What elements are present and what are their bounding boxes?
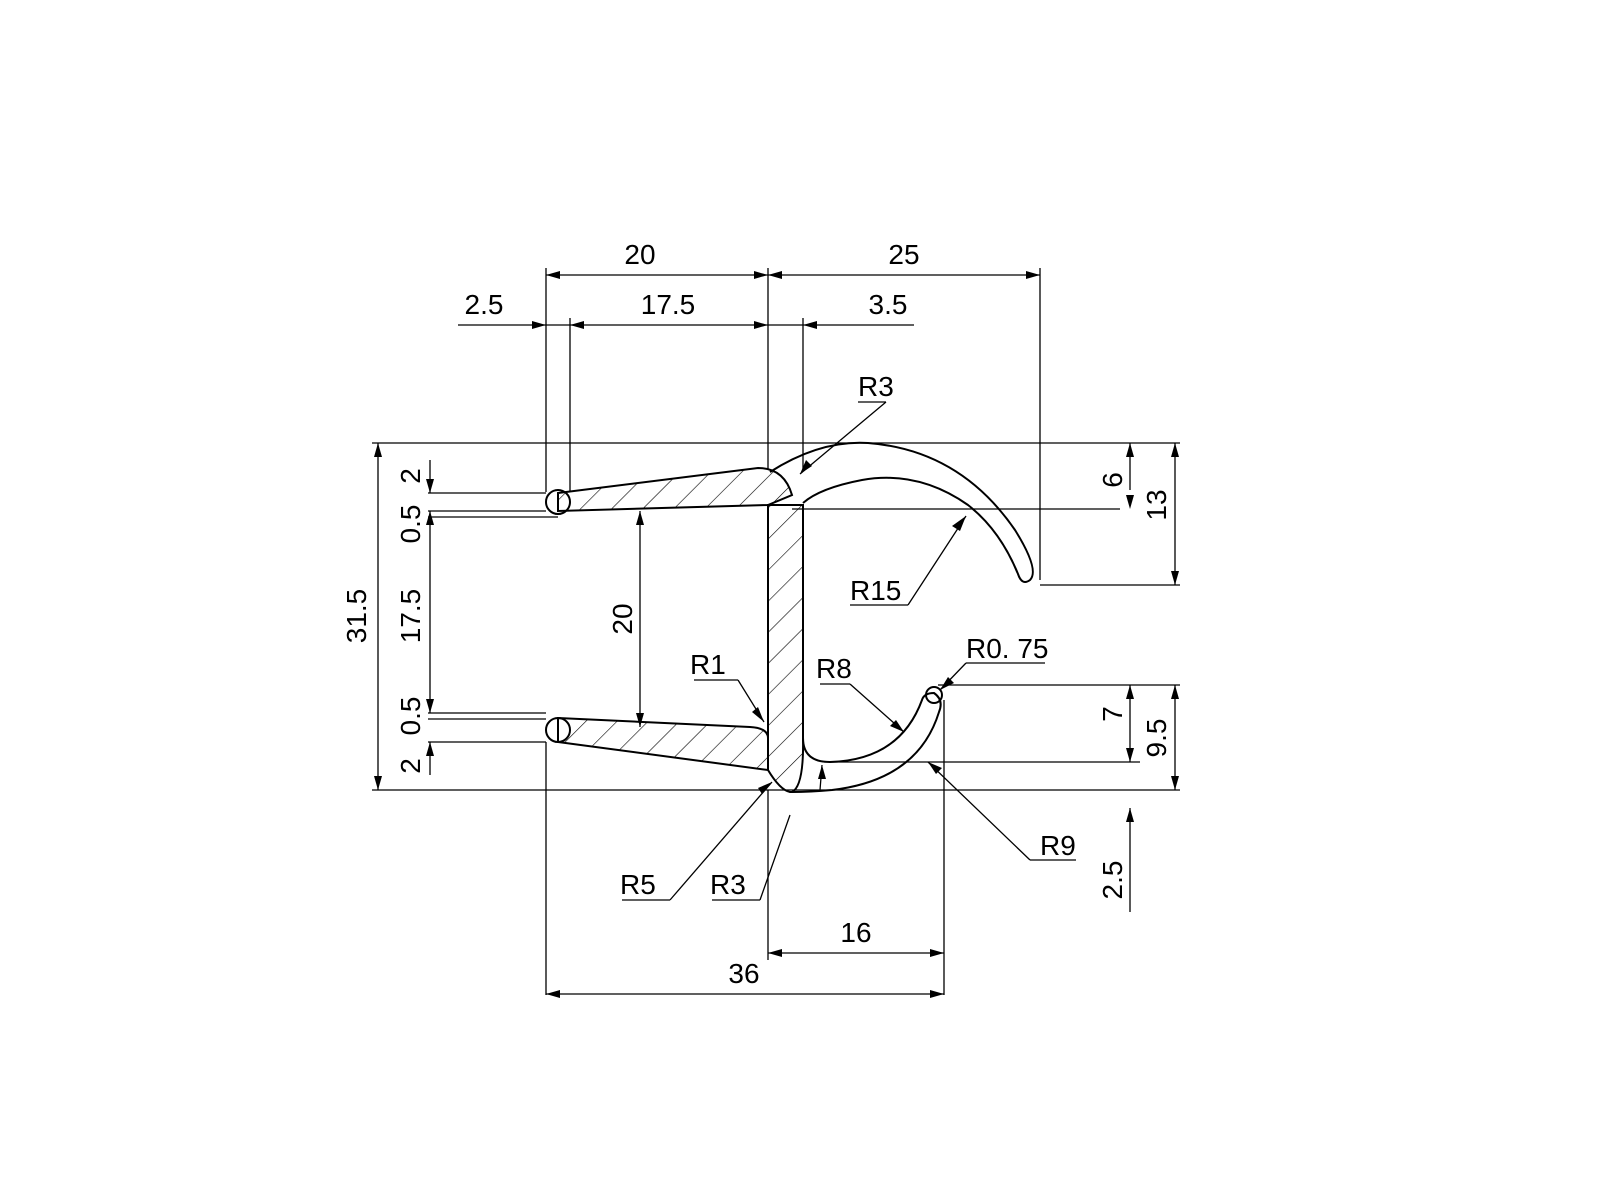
dim-hook-height: 13 (1141, 489, 1172, 520)
radius-bottom-fillet: R3 (710, 869, 746, 900)
radius-top-fillet: R3 (858, 371, 894, 402)
dim-hook-drop: 6 (1097, 472, 1128, 488)
radius-bottom-left: R5 (620, 869, 656, 900)
lower-arm (557, 716, 769, 772)
arrowheads (374, 271, 1179, 998)
lower-lip-bulb (545, 717, 571, 743)
dim-total-width: 36 (728, 958, 759, 989)
section-hatched (557, 466, 805, 793)
dim-inner-width: 17.5 (641, 289, 696, 320)
dim-lower-hook-height: 7 (1097, 706, 1128, 722)
upper-lip-bulb (545, 489, 571, 515)
dim-lower-hook-width: 16 (840, 917, 871, 948)
radius-lower-tip: R0. 75 (966, 633, 1049, 664)
radius-lower-outer: R9 (1040, 830, 1076, 861)
radius-labels: R3 R15 R1 R8 R0. 75 R9 R5 R3 (620, 371, 1076, 900)
dim-lower-gap: 0.5 (395, 697, 426, 736)
radius-hook-outer: R15 (850, 575, 901, 606)
dim-upper-lip: 2 (395, 468, 426, 484)
lower-hook (791, 691, 942, 793)
dim-lower-lip: 2 (395, 758, 426, 774)
dim-lip-offset: 2.5 (465, 289, 504, 320)
dim-lower-hook-total: 9.5 (1141, 719, 1172, 758)
dim-inner-height: 20 (607, 603, 638, 634)
dim-top-right-width: 25 (888, 239, 919, 270)
dim-bottom-offset: 2.5 (1097, 861, 1128, 900)
dim-top-left-width: 20 (624, 239, 655, 270)
dim-total-height: 31.5 (341, 589, 372, 644)
upper-arm (557, 466, 794, 513)
dimension-lines (372, 268, 1180, 995)
dim-web-offset: 3.5 (869, 289, 908, 320)
dim-upper-gap: 0.5 (395, 505, 426, 544)
dim-opening: 17.5 (395, 589, 426, 644)
lower-hook-tip (925, 686, 943, 704)
radius-lower-inner: R8 (816, 653, 852, 684)
vertical-web (767, 504, 805, 793)
radius-inner-fillet: R1 (690, 649, 726, 680)
dimension-labels: 20 25 2.5 17.5 3.5 31.5 2 0.5 17.5 0.5 2… (341, 239, 1172, 989)
